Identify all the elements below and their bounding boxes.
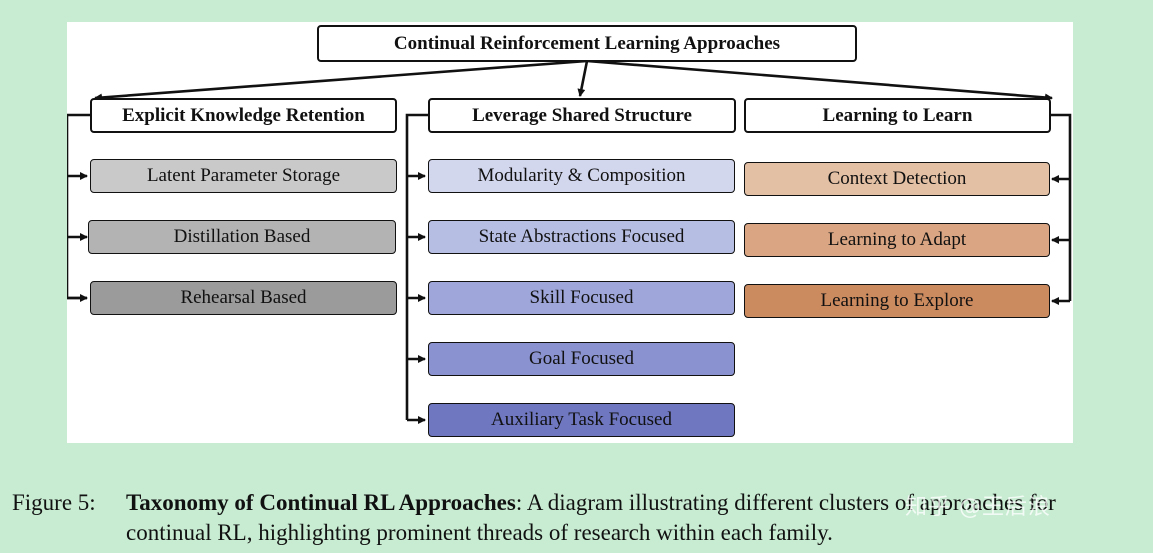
branch-learning-to-learn: Learning to Learn <box>744 98 1051 133</box>
caption-title: Taxonomy of Continual RL Approaches <box>126 490 516 515</box>
node-skill-focused: Skill Focused <box>428 281 735 315</box>
figure-label: Figure 5: <box>12 490 96 515</box>
node-context-detection: Context Detection <box>744 162 1050 196</box>
watermark: 知乎 @王后浪 <box>905 495 1051 520</box>
branch-leverage-shared-structure: Leverage Shared Structure <box>428 98 736 133</box>
node-state-abstractions-focused: State Abstractions Focused <box>428 220 735 254</box>
node-distillation-based: Distillation Based <box>88 220 396 254</box>
caption-text: : A diagram illustrating different clust… <box>126 490 1056 545</box>
node-modularity-composition: Modularity & Composition <box>428 159 735 193</box>
node-latent-parameter-storage: Latent Parameter Storage <box>90 159 397 193</box>
node-auxiliary-task-focused: Auxiliary Task Focused <box>428 403 735 437</box>
node-goal-focused: Goal Focused <box>428 342 735 376</box>
caption-body: Taxonomy of Continual RL Approaches: A d… <box>126 488 1146 548</box>
branch-explicit-knowledge-retention: Explicit Knowledge Retention <box>90 98 397 133</box>
node-learning-to-explore: Learning to Explore <box>744 284 1050 318</box>
node-learning-to-adapt: Learning to Adapt <box>744 223 1050 257</box>
diagram-panel: Continual Reinforcement Learning Approac… <box>67 22 1073 443</box>
connector-lines <box>67 59 1072 424</box>
root-node: Continual Reinforcement Learning Approac… <box>317 25 857 62</box>
node-rehearsal-based: Rehearsal Based <box>90 281 397 315</box>
